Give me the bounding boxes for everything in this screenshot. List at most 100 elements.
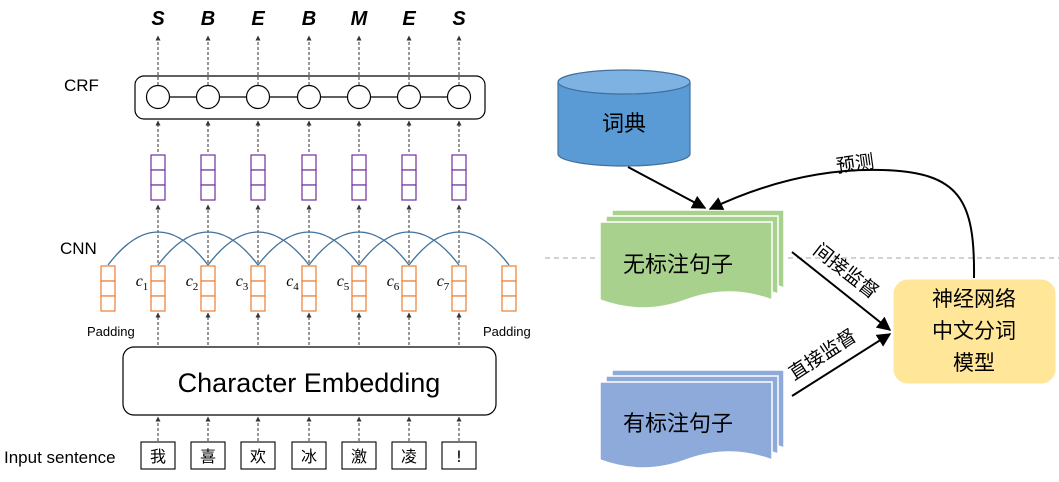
convolution-arc	[408, 231, 460, 266]
crf-node	[446, 84, 472, 110]
embedding-cell	[250, 280, 266, 297]
direct-supervision-arrow	[791, 333, 892, 397]
embedding-cell	[301, 295, 317, 312]
input-char-box	[341, 441, 377, 470]
feature-cell	[250, 184, 266, 201]
feature-cell	[200, 154, 216, 171]
embedding-cell	[200, 265, 216, 282]
cnn-feature-vectors	[150, 154, 467, 201]
character-embedding-vectors	[100, 265, 517, 312]
context-label: c5	[337, 273, 350, 293]
embedding-cell	[150, 295, 166, 312]
character-embedding-label: Character Embedding	[178, 368, 441, 398]
output-tag: E	[402, 8, 416, 30]
output-tag: E	[251, 8, 265, 30]
output-tag: S	[151, 8, 165, 30]
unlabeled-sentences-stack	[599, 209, 785, 309]
crf-node	[296, 84, 322, 110]
convolution-arc	[157, 231, 209, 266]
model-label-line-1: 神经网络	[932, 287, 1016, 311]
embedding-cell	[351, 265, 367, 282]
indirect-supervision-arrow	[791, 251, 892, 331]
context-label: c6	[387, 273, 400, 293]
embedding-cell	[501, 295, 517, 312]
embedding-cell	[451, 265, 467, 282]
embedding-cell	[501, 265, 517, 282]
crf-output-arrows	[155, 35, 462, 85]
predict-arrow	[708, 168, 976, 279]
embedding-cell	[250, 295, 266, 312]
embedding-cell	[100, 295, 116, 312]
embedding-cell	[451, 295, 467, 312]
output-tag: B	[302, 8, 316, 30]
predict-label: 预测	[835, 151, 876, 178]
input-char: 我	[150, 447, 166, 466]
feature-cell	[401, 184, 417, 201]
input-char: 激	[351, 447, 367, 466]
embedding-cell	[200, 280, 216, 297]
embedding-cell	[301, 265, 317, 282]
convolution-arc	[358, 231, 410, 266]
embedding-cell	[451, 280, 467, 297]
labeled-sentences-label: 有标注句子	[623, 412, 733, 437]
embedding-cell	[401, 280, 417, 297]
cnn-label: CNN	[60, 239, 97, 258]
crf-label: CRF	[64, 76, 99, 95]
convolution-arc	[458, 231, 510, 266]
input-char: 欢	[250, 447, 266, 466]
input-char: !	[456, 447, 462, 466]
embedding-cell	[351, 280, 367, 297]
embedding-cell	[401, 295, 417, 312]
context-label: c1	[136, 273, 149, 293]
convolution-arc	[207, 231, 259, 266]
output-tag: S	[452, 8, 466, 30]
embedding-cell	[150, 280, 166, 297]
embedding-cell	[150, 265, 166, 282]
input-char: 冰	[301, 447, 317, 466]
input-char-box	[240, 441, 276, 470]
feature-cell	[250, 154, 266, 171]
feature-cell	[451, 154, 467, 171]
feature-cell	[200, 184, 216, 201]
crf-layer-box	[134, 75, 486, 120]
crf-nodes	[145, 84, 472, 110]
output-tag: M	[351, 8, 369, 30]
unlabeled-sentences-label: 无标注句子	[623, 253, 733, 278]
context-label: c2	[186, 273, 199, 293]
input-char-box	[291, 441, 327, 470]
feature-cell	[301, 169, 317, 186]
input-char: 喜	[200, 447, 216, 466]
embedding-cell	[301, 280, 317, 297]
feature-cell	[451, 184, 467, 201]
conv-to-feature-arrows	[155, 204, 462, 263]
embedding-cell	[501, 280, 517, 297]
feature-cell	[250, 169, 266, 186]
embedding-cell	[351, 295, 367, 312]
convolution-arc	[257, 231, 310, 266]
feature-cell	[351, 184, 367, 201]
feature-cell	[150, 154, 166, 171]
context-label: c7	[437, 273, 450, 293]
input-char-box	[441, 441, 477, 470]
input-char-box	[140, 441, 176, 470]
embedding-cell	[200, 295, 216, 312]
padding-label-left: Padding	[87, 324, 135, 339]
input-char-box	[190, 441, 226, 470]
training-flow: 词典 无标注句子 有标注句子 神经网络 中文分词 模型 预测 间接监督 直接监督	[545, 69, 1059, 469]
feature-cell	[401, 154, 417, 171]
segmentation-model-box	[893, 279, 1056, 384]
embedding-cell	[250, 265, 266, 282]
crf-node	[245, 84, 271, 110]
feature-cell	[301, 154, 317, 171]
feature-cell	[351, 154, 367, 171]
crf-node	[346, 84, 372, 110]
dictionary-to-unlabeled-arrow	[627, 166, 707, 209]
convolution-arcs	[107, 231, 510, 266]
labeled-sentences-stack	[599, 369, 785, 469]
input-character-boxes: 我喜欢冰激凌!	[140, 441, 477, 470]
feature-cell	[150, 184, 166, 201]
